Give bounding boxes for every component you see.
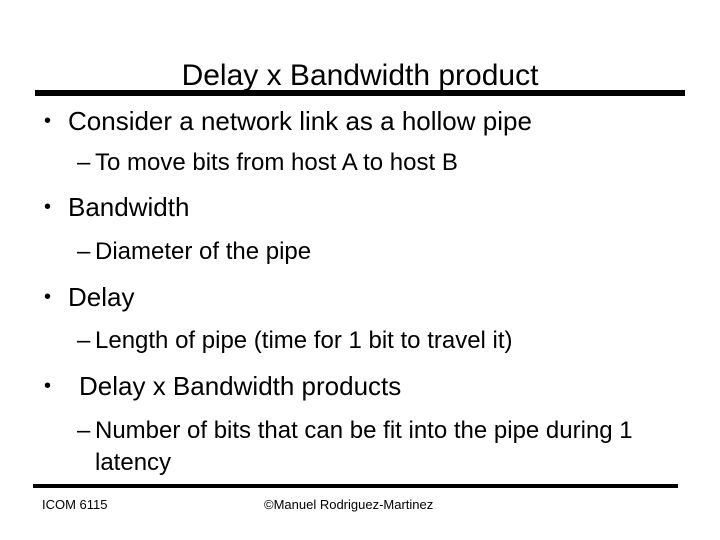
bullet-level2-item: – Length of pipe (time for 1 bit to trav…: [0, 325, 720, 357]
bullet-point-icon: •: [44, 110, 52, 132]
bullet-level1-item: • Bandwidth: [0, 190, 720, 224]
bullet-level2-item: – Diameter of the pipe: [0, 236, 720, 268]
bullet-level1-item: • Delay x Bandwidth products: [0, 369, 720, 403]
bullet-level1-item: • Consider a network link as a hollow pi…: [0, 104, 720, 138]
bullet-level2-label: Diameter of the pipe: [95, 238, 312, 265]
title-divider-rule: [35, 90, 685, 96]
dash-bullet-icon: –: [77, 238, 91, 265]
bullet-level1-label: Bandwidth: [68, 192, 190, 222]
spacer: [0, 403, 720, 415]
dash-bullet-icon: –: [77, 149, 91, 176]
bullet-level1-label: Delay x Bandwidth products: [79, 371, 402, 401]
course-code-label: ICOM 6115: [42, 497, 108, 512]
bullet-level2-item: – Number of bits that can be fit into th…: [0, 415, 720, 479]
dash-bullet-icon: –: [77, 327, 91, 354]
bullet-point-icon: •: [44, 375, 52, 397]
bullet-level2-label: Length of pipe (time for 1 bit to travel…: [95, 327, 513, 354]
spacer: [0, 268, 720, 280]
dash-bullet-icon: –: [77, 417, 91, 444]
bullet-level2-label: To move bits from host A to host B: [95, 149, 458, 176]
bullet-level1-label: Delay: [68, 282, 135, 312]
slide-footer: ICOM 6115 ©Manuel Rodriguez-Martinez: [0, 496, 720, 518]
slide-body: • Consider a network link as a hollow pi…: [0, 104, 720, 478]
bullet-level1-item: • Delay: [0, 280, 720, 314]
page-title: Delay x Bandwidth product: [181, 59, 539, 93]
copyright-label: ©Manuel Rodriguez-Martinez: [264, 497, 434, 512]
spacer: [0, 357, 720, 369]
bullet-point-icon: •: [44, 196, 52, 218]
bullet-point-icon: •: [44, 286, 52, 308]
bullet-level1-label: Consider a network link as a hollow pipe: [68, 106, 532, 136]
spacer: [0, 314, 720, 325]
spacer: [0, 138, 720, 147]
footer-divider-rule: [33, 484, 678, 488]
bullet-level2-item: – To move bits from host A to host B: [0, 147, 720, 179]
bullet-level2-label: Number of bits that can be fit into the …: [95, 417, 633, 476]
spacer: [0, 224, 720, 236]
spacer: [0, 179, 720, 190]
